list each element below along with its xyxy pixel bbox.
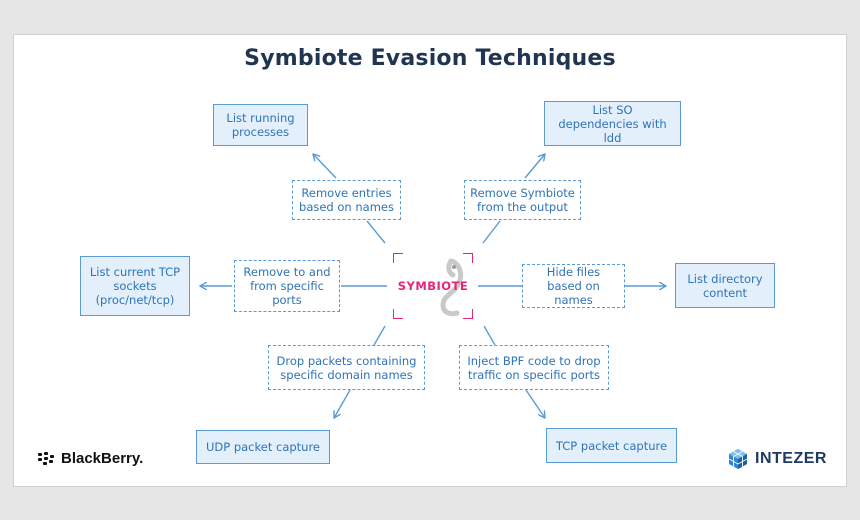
technique-hide-files: Hide files based on names (522, 264, 625, 308)
page-title: Symbiote Evasion Techniques (244, 46, 616, 71)
line-center-to-remove-symbiote (482, 220, 501, 244)
intezer-logo: INTEZER (727, 448, 827, 470)
technique-remove-symbiote: Remove Symbiote from the output (464, 180, 581, 220)
arrow-remove-entries-to-processes (313, 154, 337, 179)
intezer-cube-icon (728, 449, 748, 469)
symbiote-label: SYMBIOTE (397, 279, 469, 293)
line-center-to-inject-bpf (483, 325, 496, 346)
technique-drop-packets: Drop packets containing specific domain … (268, 345, 425, 390)
node-list-directory-content: List directory content (675, 263, 775, 308)
blackberry-logo: BlackBerry. (38, 450, 143, 467)
node-tcp-packet-capture: TCP packet capture (546, 428, 677, 463)
symbiote-mascot-icon (440, 258, 464, 317)
blackberry-icon (38, 451, 54, 465)
node-list-tcp-sockets: List current TCP sockets (proc/net/tcp) (80, 256, 190, 316)
technique-remove-entries: Remove entries based on names (292, 180, 401, 220)
line-center-to-drop-packets (373, 325, 386, 346)
technique-remove-ports: Remove to and from specific ports (234, 260, 340, 312)
blackberry-wordmark: BlackBerry. (61, 450, 144, 467)
technique-inject-bpf: Inject BPF code to drop traffic on speci… (459, 345, 609, 390)
node-list-running-processes: List running processes (213, 104, 308, 146)
arrow-drop-packets-to-udp (334, 389, 351, 418)
symbiote-center-node (393, 253, 473, 319)
node-list-so-dependencies: List SO dependencies with ldd (544, 101, 681, 146)
line-center-to-remove-entries (366, 220, 386, 244)
arrow-inject-bpf-to-tcp (525, 389, 545, 418)
intezer-wordmark: INTEZER (755, 450, 827, 467)
node-udp-packet-capture: UDP packet capture (196, 430, 330, 464)
arrow-remove-symbiote-to-ldd (524, 154, 545, 179)
